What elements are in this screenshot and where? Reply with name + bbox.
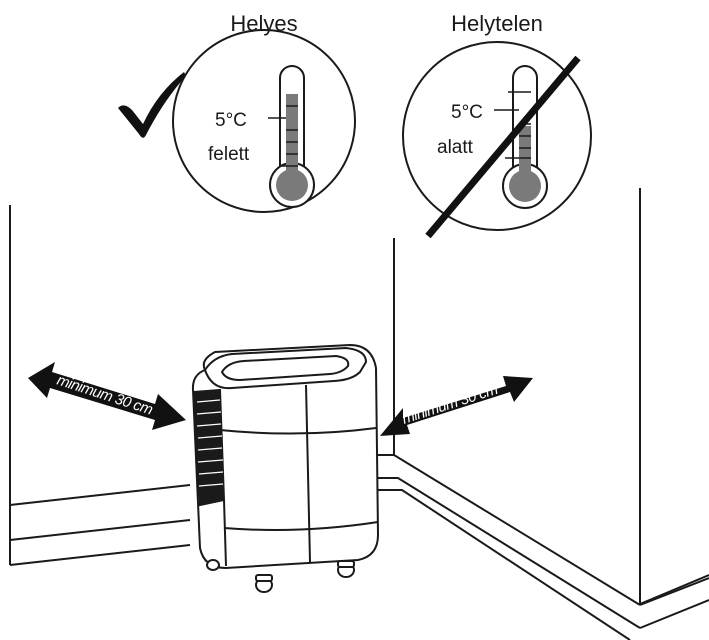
incorrect-title: Helytelen: [451, 11, 543, 36]
temp-value-correct: 5°C: [215, 110, 247, 131]
clearance-label-right: minimum 30 cm: [400, 381, 500, 428]
cross-out-line-icon: [425, 55, 581, 239]
left-skirting: [9, 484, 191, 506]
castor-wheels: [206, 559, 355, 593]
dehumidifier: [191, 343, 380, 593]
room-walls: [9, 188, 709, 640]
incorrect-circle: [402, 41, 592, 231]
side-grille: [192, 388, 226, 507]
correct-circle: [172, 29, 356, 213]
thermometer-icon: [268, 65, 315, 208]
check-mark-icon: [118, 72, 186, 138]
temp-value-incorrect: 5°C: [451, 102, 483, 123]
temp-caption-correct: felett: [208, 144, 250, 165]
right-skirting: [376, 454, 641, 606]
temp-caption-incorrect: alatt: [437, 137, 474, 158]
clearance-arrow-right: minimum 30 cm: [380, 376, 533, 436]
clearance-label-left: minimum 30 cm: [55, 372, 155, 419]
clearance-arrow-left: minimum 30 cm: [28, 362, 186, 430]
thermometer-icon: [494, 65, 548, 209]
